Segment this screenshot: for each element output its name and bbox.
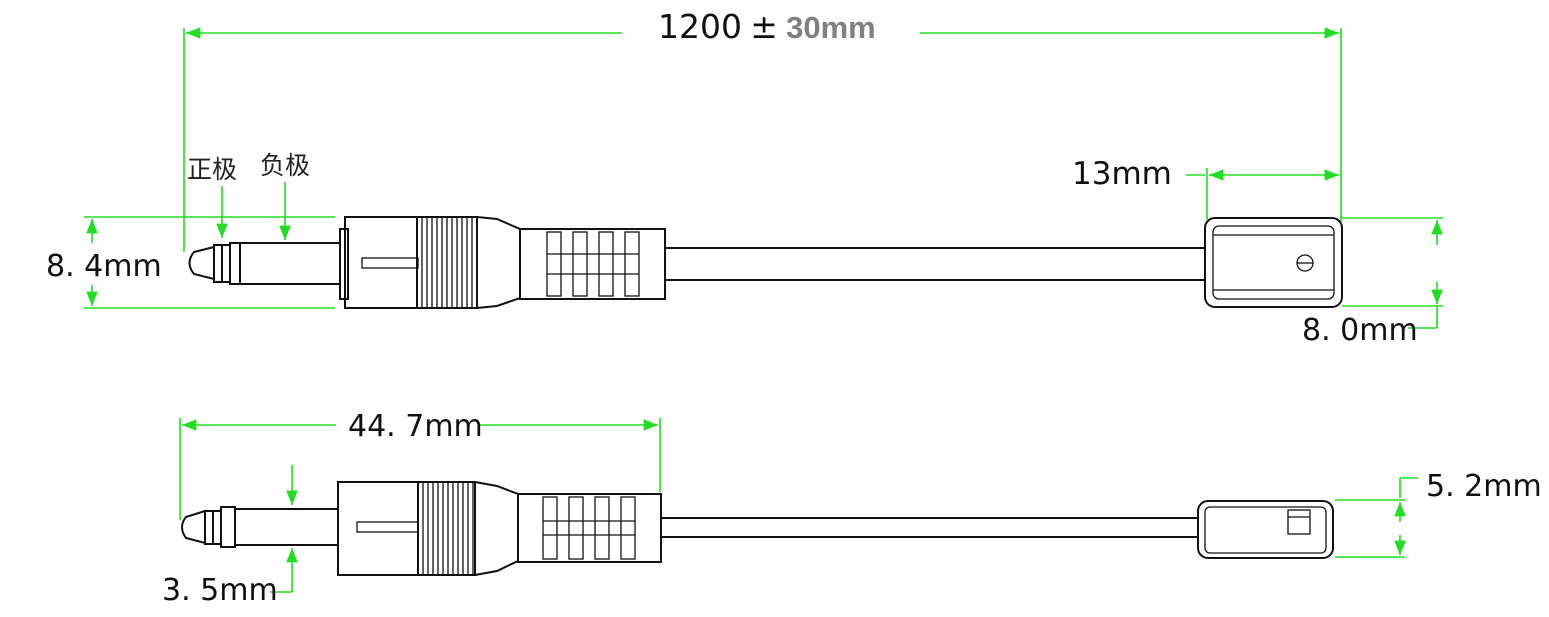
side-view: 44. 7mm 3. 5mm bbox=[162, 409, 1542, 608]
side-grip-ridges bbox=[422, 482, 474, 575]
total-length-unit: 30mm bbox=[786, 10, 876, 45]
sensor-length-label: 13mm bbox=[1072, 156, 1172, 192]
sensor-height-dimension: 8. 0mm bbox=[1302, 217, 1443, 348]
sensor-head bbox=[1204, 217, 1343, 308]
plug-diameter-dimension: 8. 4mm bbox=[46, 216, 335, 309]
total-length-dimension: 1200 ± 30mm bbox=[183, 7, 1342, 252]
plug-diameter-label: 8. 4mm bbox=[46, 249, 162, 284]
positive-label: 正极 bbox=[187, 155, 237, 184]
total-length-value: 1200 bbox=[658, 7, 742, 46]
plug-length-label: 44. 7mm bbox=[348, 409, 483, 444]
sensor-length-dimension: 13mm bbox=[1072, 156, 1339, 220]
side-plug-tip bbox=[181, 506, 338, 548]
grip-ridges bbox=[421, 217, 473, 308]
tolerance-symbol: ± bbox=[750, 7, 778, 46]
side-strain-relief-slots bbox=[542, 496, 636, 560]
sensor-thickness-dimension: 5. 2mm bbox=[1335, 469, 1542, 558]
tip-diameter-dimension: 3. 5mm bbox=[162, 465, 298, 608]
side-plug-body bbox=[337, 481, 662, 576]
sensor-height-label: 8. 0mm bbox=[1302, 313, 1418, 348]
negative-label: 负极 bbox=[260, 151, 310, 180]
plug-tip bbox=[188, 242, 340, 285]
side-sensor-head bbox=[1197, 500, 1334, 559]
tip-diameter-label: 3. 5mm bbox=[162, 573, 278, 608]
strain-relief-slots bbox=[546, 231, 640, 297]
total-length-label: 1200 ± 30mm bbox=[658, 7, 876, 46]
sensor-thickness-label: 5. 2mm bbox=[1426, 469, 1542, 504]
plug-body bbox=[339, 216, 666, 309]
plug-length-dimension: 44. 7mm bbox=[179, 409, 661, 520]
top-view: 1200 ± 30mm 正极 负极 8. 4mm bbox=[46, 7, 1443, 348]
